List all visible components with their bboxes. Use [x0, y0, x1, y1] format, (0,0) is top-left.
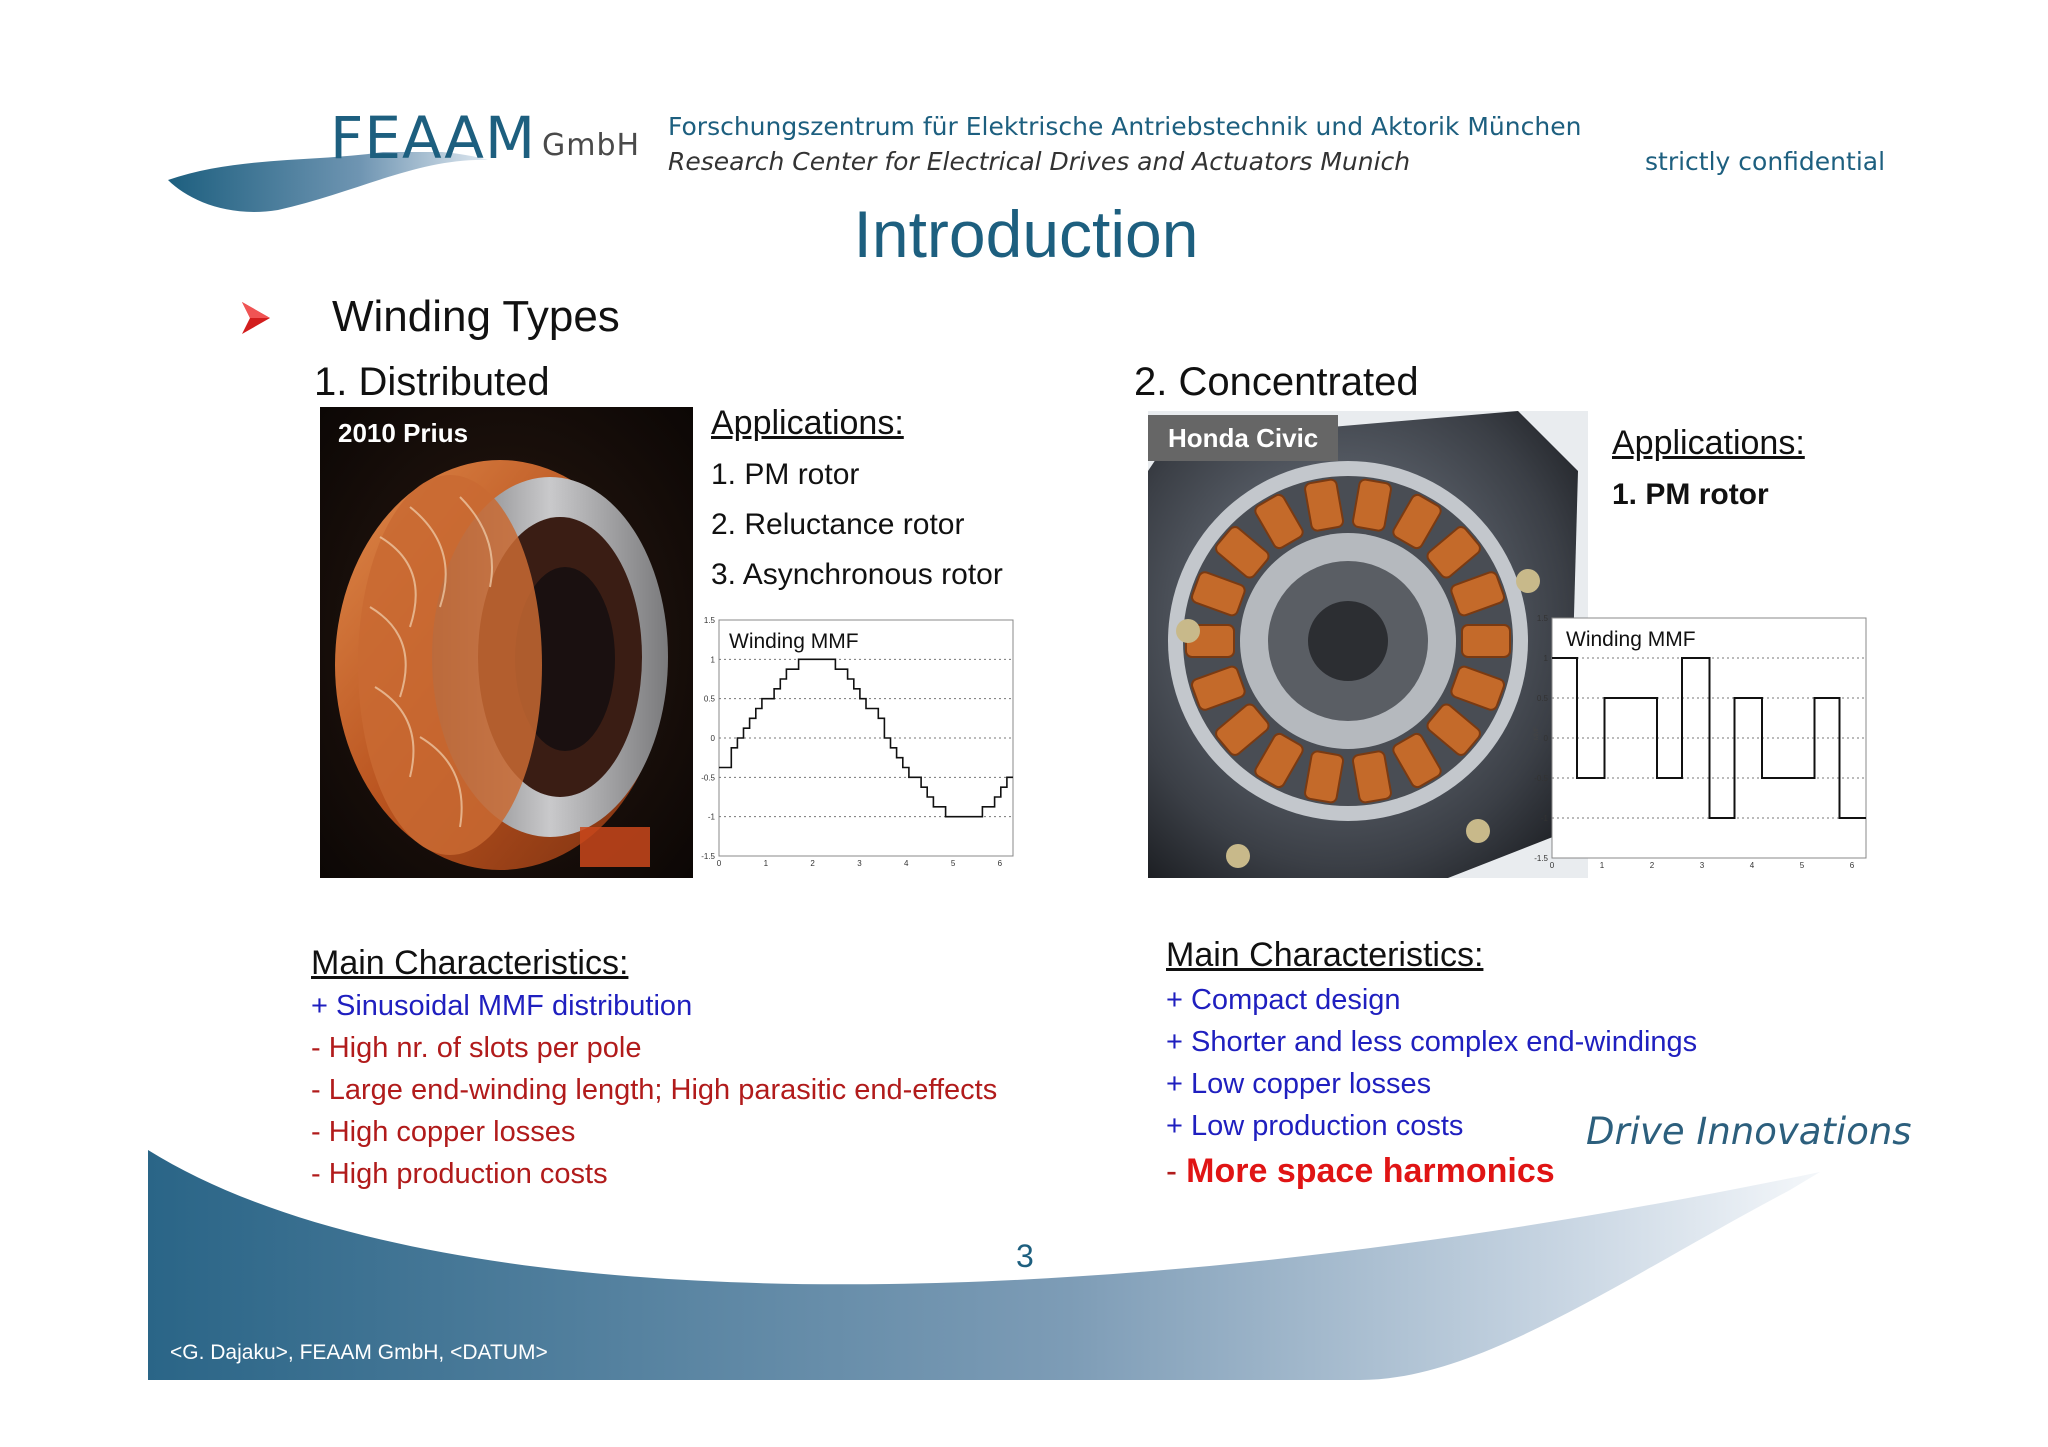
concentrated-mmf-ylabel: MMF [1534, 726, 1540, 740]
y-tick-label: 1 [711, 655, 716, 664]
page-number: 3 [1016, 1238, 1034, 1274]
coil-shape [1450, 665, 1506, 711]
coil-shape [1190, 665, 1246, 711]
distributed-mmf-series-line [719, 658, 1013, 818]
concentrated-applications-heading: Applications: [1612, 424, 1805, 462]
concentrated-characteristic-item: + Compact design [1166, 984, 1401, 1016]
concentrated-application-item: 1. PM rotor [1612, 478, 1769, 511]
y-tick-label: -1 [708, 813, 716, 822]
x-tick-label: 4 [1750, 861, 1755, 870]
footer-swoosh-background [148, 1150, 1820, 1380]
concentrated-mmf-series-line [1552, 657, 1866, 819]
footer-author: <G. Dajaku>, FEAAM GmbH, <DATUM> [170, 1341, 548, 1364]
x-tick-label: 0 [1550, 861, 1555, 870]
y-tick-label: 1 [1544, 654, 1549, 663]
x-tick-label: 0 [717, 859, 722, 868]
concentrated-characteristic-item: + Low copper losses [1166, 1068, 1432, 1100]
header-subtitle-german: Forschungszentrum für Elektrische Antrie… [668, 112, 1582, 141]
x-tick-label: 4 [904, 859, 909, 868]
x-tick-label: 1 [764, 859, 769, 868]
distributed-characteristic-item: + Sinusoidal MMF distribution [311, 990, 693, 1022]
coil-shape [1304, 750, 1345, 804]
civic-photo-label: Honda Civic [1148, 415, 1339, 461]
x-tick-label: 6 [1850, 861, 1855, 870]
coil-shape [1461, 624, 1511, 658]
section-heading: Winding Types [332, 292, 620, 341]
logo-swoosh [168, 152, 488, 212]
arrow-bullet-icon [242, 302, 270, 334]
coil-shape [1215, 703, 1270, 756]
coil-shape [1254, 732, 1304, 789]
footer-tagline: Drive Innovations [1586, 1110, 1912, 1153]
y-tick-label: 1.5 [1537, 614, 1549, 623]
x-tick-label: 3 [857, 859, 862, 868]
y-tick-label: 0 [711, 734, 716, 743]
highlight-dash: - [1166, 1152, 1187, 1189]
x-tick-label: 2 [1650, 861, 1655, 870]
distributed-characteristic-item: - High nr. of slots per pole [311, 1032, 642, 1064]
logo-suffix: GmbH [542, 128, 641, 163]
x-tick-label: 5 [951, 859, 956, 868]
distributed-applications-heading: Applications: [711, 404, 904, 442]
distributed-application-item: 1. PM rotor [711, 458, 860, 491]
concentrated-mmf-chart-title: Winding MMF [1566, 628, 1696, 651]
concentrated-characteristic-item: + Shorter and less complex end-windings [1166, 1026, 1698, 1058]
distributed-application-item: 2. Reluctance rotor [711, 508, 965, 541]
coil-shape [1190, 571, 1246, 617]
y-tick-label: -1 [1541, 814, 1549, 823]
coil-shape [1426, 703, 1481, 756]
distributed-characteristic-item: - High copper losses [311, 1116, 576, 1148]
slide-title: Introduction [853, 197, 1199, 271]
y-tick-label: -0.5 [701, 773, 715, 782]
x-tick-label: 1 [1600, 861, 1605, 870]
y-tick-label: 0.5 [704, 695, 716, 704]
distributed-mmf-chart-title: Winding MMF [729, 630, 859, 653]
header-subtitle-english: Research Center for Electrical Drives an… [668, 147, 1411, 176]
highlight-text: More space harmonics [1186, 1152, 1555, 1190]
y-tick-label: 0.5 [1537, 694, 1549, 703]
x-tick-label: 2 [810, 859, 815, 868]
concentrated-mmf-chart: 1.5 1 0.5 0 -0.5 -1 -1.5 0 1 2 3 4 5 6 MMF Winding M… [1534, 614, 1867, 870]
coil-shape [1351, 478, 1392, 532]
prius-photo-label: 2010 Prius [338, 418, 469, 448]
y-tick-label: 0 [1544, 734, 1549, 743]
coil-shape [1351, 750, 1392, 804]
coil-shape [1392, 493, 1442, 550]
x-tick-label: 5 [1800, 861, 1805, 870]
coil-shape [1450, 571, 1506, 617]
prius-stator-photo [320, 407, 693, 878]
x-tick-label: 6 [998, 859, 1003, 868]
coil-shape [1304, 478, 1345, 532]
civic-motor-photo [1148, 411, 1588, 878]
coil-shape [1254, 493, 1304, 550]
y-tick-label: 1.5 [704, 616, 716, 625]
y-tick-label: -0.5 [1534, 774, 1548, 783]
logo-wordmark: FEAAM [330, 104, 537, 172]
concentrated-heading: 2. Concentrated [1134, 360, 1419, 404]
y-tick-label: -1.5 [701, 852, 715, 861]
coil-shape [1215, 526, 1270, 579]
distributed-application-item: 3. Asynchronous rotor [711, 558, 1003, 591]
distributed-mmf-chart: 1.5 1 0.5 0 -0.5 -1 -1.5 0 1 2 3 4 5 6 Winding MMF [701, 616, 1014, 868]
concentrated-characteristic-item: + Low production costs [1166, 1110, 1464, 1142]
distributed-characteristic-item: - Large end-winding length; High parasit… [311, 1074, 998, 1106]
confidential-notice: strictly confidential [1645, 147, 1886, 176]
x-tick-label: 3 [1700, 861, 1705, 870]
distributed-characteristics-heading: Main Characteristics: [311, 944, 629, 982]
distributed-heading: 1. Distributed [314, 360, 550, 404]
concentrated-characteristics-heading: Main Characteristics: [1166, 936, 1484, 974]
coil-shape [1426, 526, 1481, 579]
coil-shape [1392, 732, 1442, 789]
y-tick-label: -1.5 [1534, 854, 1548, 863]
concentrated-characteristic-highlight-item: - More space harmonics [1166, 1152, 1555, 1191]
distributed-characteristic-item: - High production costs [311, 1158, 608, 1190]
